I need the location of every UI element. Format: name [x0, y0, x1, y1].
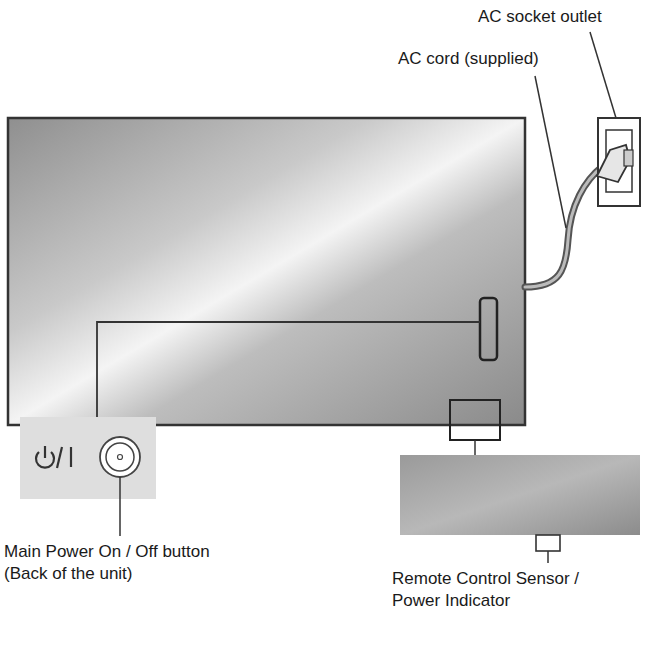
- button-inset: [20, 417, 156, 499]
- part-label: Remote Control Sensor / Power Indicator: [392, 568, 597, 612]
- ac-cord: [525, 166, 603, 287]
- leader-line: [547, 551, 549, 563]
- button-location: [480, 298, 497, 360]
- part-label: AC socket outlet: [478, 6, 648, 28]
- part-label: AC cord (supplied): [398, 48, 598, 70]
- leader-line: [97, 322, 480, 417]
- part-label: Main Power On / Off button (Back of the …: [4, 541, 236, 585]
- socket-outlet: [598, 118, 640, 206]
- sensor-inset: [400, 455, 640, 535]
- leader-line: [119, 477, 121, 536]
- leader-line: [535, 76, 566, 228]
- sensor-location: [450, 400, 500, 440]
- power-symbol: [36, 446, 71, 468]
- power-button: [100, 437, 140, 477]
- display-panel: [8, 118, 525, 425]
- leader-line: [590, 32, 616, 118]
- remote-sensor: [536, 535, 560, 551]
